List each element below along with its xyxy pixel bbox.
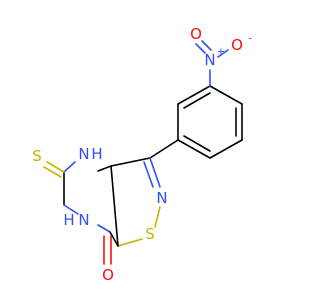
nitro-nitrogen-charge: + xyxy=(217,47,225,58)
bond xyxy=(154,206,161,228)
bond xyxy=(143,161,154,188)
bond xyxy=(149,157,161,188)
bond xyxy=(183,135,211,152)
nitro-oxygen-charge: - xyxy=(248,34,252,45)
bond xyxy=(63,161,76,173)
bond xyxy=(177,139,211,159)
nh-bottom-hydrogen-label: H xyxy=(63,211,74,229)
bond xyxy=(195,43,206,54)
thione-sulfur-label: S xyxy=(32,147,42,165)
nitro-group xyxy=(195,40,229,87)
nh-bottom-nitrogen-label: N xyxy=(78,211,89,229)
bond xyxy=(110,165,119,247)
nitro-nitrogen-label: N xyxy=(204,51,215,69)
bond xyxy=(209,139,243,159)
bond xyxy=(149,139,179,159)
thione-group xyxy=(43,161,65,178)
isothiazole-sulfur-label: S xyxy=(145,225,155,243)
bond xyxy=(97,224,111,233)
carbonyl-oxygen-label: O xyxy=(102,266,114,284)
nitro-oxygen-right-label: O xyxy=(231,36,243,54)
isothiazole-nitrogen-label: N xyxy=(156,189,167,207)
bond xyxy=(109,231,119,247)
bond xyxy=(183,92,211,109)
bond xyxy=(63,204,79,215)
bond xyxy=(43,166,62,178)
pyrimidine-ring xyxy=(63,161,119,247)
carbonyl-group xyxy=(103,235,112,265)
bond xyxy=(201,40,212,51)
bond xyxy=(217,49,229,58)
nitro-oxygen-top-label: O xyxy=(190,25,202,43)
nh-top-hydrogen-label: H xyxy=(91,145,102,163)
phenyl-ring xyxy=(177,85,243,159)
bond xyxy=(97,165,112,172)
bond xyxy=(177,85,211,105)
bond xyxy=(117,238,143,247)
isothiazole-ring xyxy=(97,157,161,247)
nh-top-nitrogen-label: N xyxy=(78,145,89,163)
bond xyxy=(110,157,151,167)
bond xyxy=(209,85,243,105)
bond xyxy=(46,161,65,173)
molecule-structure: N + O O - S N H N H N S O xyxy=(32,25,252,284)
